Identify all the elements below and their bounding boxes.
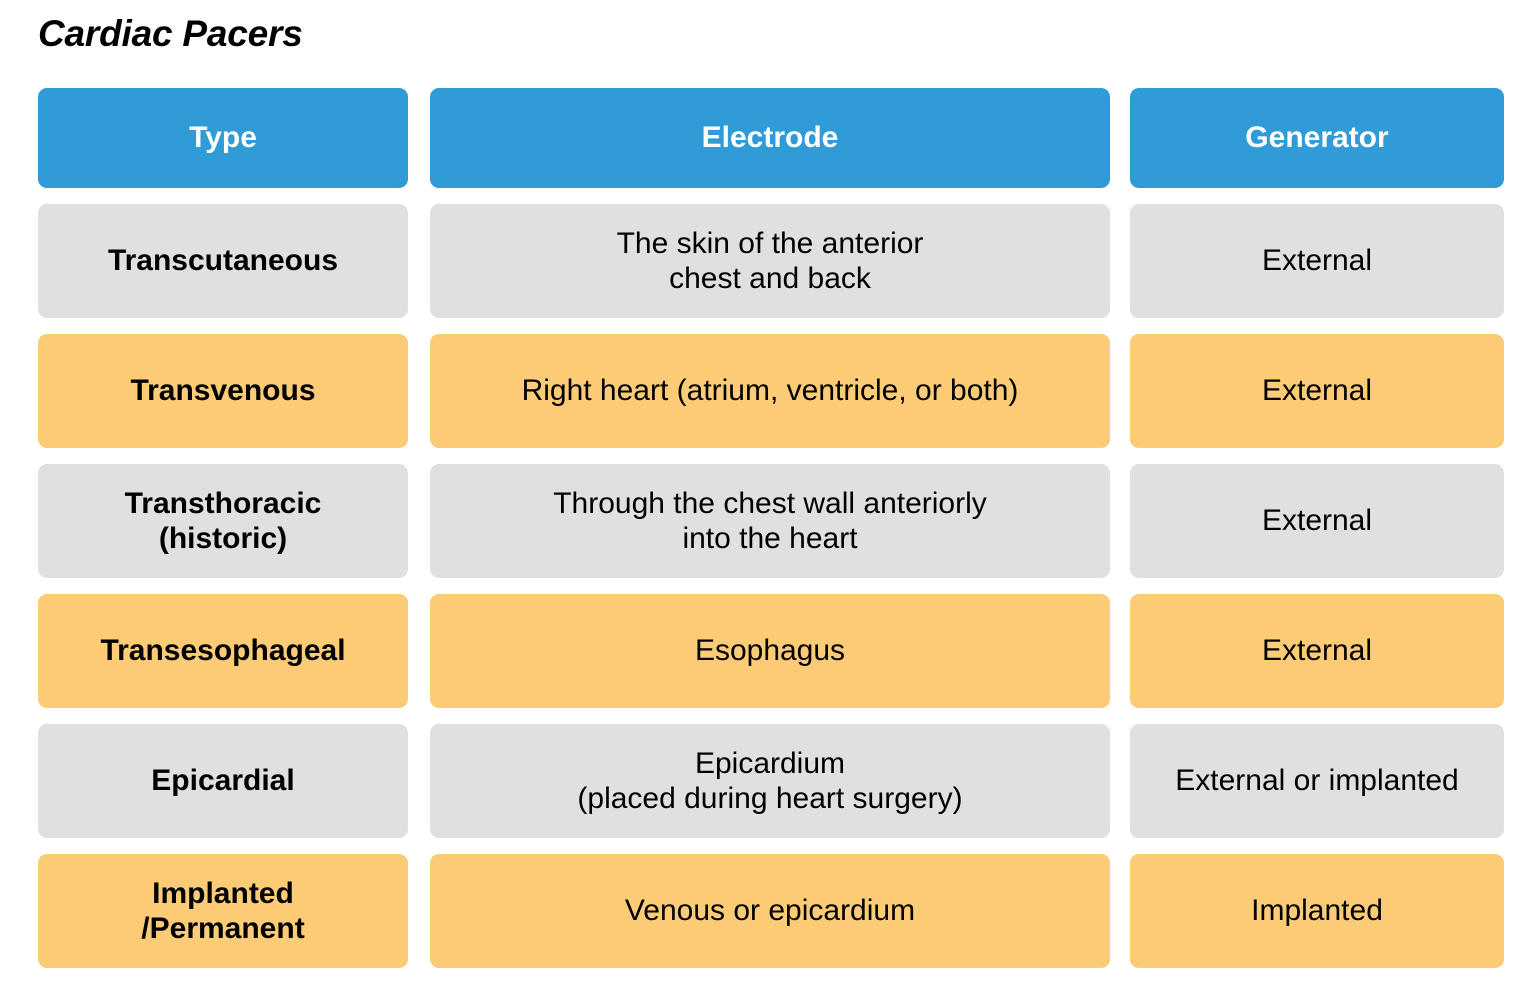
cell-generator: External — [1130, 464, 1504, 578]
table-row: Implanted /Permanent Venous or epicardiu… — [38, 854, 1504, 968]
cell-type-text: Transthoracic (historic) — [125, 486, 322, 556]
cell-type-text: Transesophageal — [100, 633, 345, 668]
cell-line: Transcutaneous — [107, 244, 339, 278]
column-header-type-label: Type — [189, 121, 257, 155]
cell-electrode: Venous or epicardium — [430, 854, 1110, 968]
cell-generator-text: External — [1262, 503, 1372, 538]
cell-line: Venous or epicardium — [624, 894, 916, 928]
cell-line: Transesophageal — [100, 634, 346, 668]
cell-line: Esophagus — [694, 634, 846, 668]
cell-electrode-text: The skin of the anterior chest and back — [617, 226, 924, 296]
table-row: Transcutaneous The skin of the anterior … — [38, 204, 1504, 318]
cell-line: Implanted — [152, 876, 294, 910]
cell-electrode: Esophagus — [430, 594, 1110, 708]
cell-generator: External — [1130, 334, 1504, 448]
cell-line: Epicardial — [151, 764, 295, 798]
cell-line: The skin of the anterior — [616, 226, 924, 260]
cell-generator: External — [1130, 204, 1504, 318]
cell-line: /Permanent — [141, 912, 305, 945]
cell-generator-text: External — [1262, 243, 1372, 278]
cell-line: chest and back — [669, 262, 871, 295]
cell-line: Implanted — [1251, 894, 1383, 928]
cell-type-text: Transcutaneous — [108, 243, 338, 278]
cell-type: Transcutaneous — [38, 204, 408, 318]
cell-line: Through the chest wall anteriorly — [553, 486, 987, 520]
cell-generator-text: Implanted — [1251, 893, 1383, 928]
cell-generator: External — [1130, 594, 1504, 708]
cell-type: Transthoracic (historic) — [38, 464, 408, 578]
cell-line: into the heart — [682, 522, 858, 555]
cell-line: Right heart (atrium, ventricle, or both) — [521, 374, 1019, 408]
cell-line: External or implanted — [1175, 764, 1459, 798]
page-title: Cardiac Pacers — [38, 13, 303, 54]
column-header-type: Type — [38, 88, 408, 188]
table-row: Epicardial Epicardium (placed during hea… — [38, 724, 1504, 838]
cell-electrode-text: Venous or epicardium — [625, 893, 915, 928]
cell-type: Transesophageal — [38, 594, 408, 708]
cell-line: (placed during heart surgery) — [577, 782, 963, 815]
column-header-electrode: Electrode — [430, 88, 1110, 188]
cardiac-pacers-table: Type Electrode Generator Transcutaneous … — [38, 88, 1504, 968]
cell-generator-text: External — [1262, 633, 1372, 668]
cell-line: External — [1261, 244, 1373, 278]
cell-generator-text: External — [1262, 373, 1372, 408]
cell-line: External — [1261, 504, 1373, 538]
cell-line: Epicardium — [694, 746, 846, 780]
cell-line: (historic) — [158, 522, 288, 555]
column-header-generator-label: Generator — [1245, 121, 1389, 155]
cell-type: Epicardial — [38, 724, 408, 838]
column-header-electrode-label: Electrode — [701, 121, 839, 155]
table-header-row: Type Electrode Generator — [38, 88, 1504, 188]
table-row: Transthoracic (historic) Through the che… — [38, 464, 1504, 578]
cell-type-text: Transvenous — [130, 373, 315, 408]
cell-electrode: Through the chest wall anteriorly into t… — [430, 464, 1110, 578]
cell-line: External — [1261, 374, 1373, 408]
cell-line: Transvenous — [130, 374, 316, 408]
cell-type-text: Epicardial — [151, 763, 294, 798]
cell-electrode: The skin of the anterior chest and back — [430, 204, 1110, 318]
cell-electrode-text: Esophagus — [695, 633, 845, 668]
cell-type: Transvenous — [38, 334, 408, 448]
cell-generator: External or implanted — [1130, 724, 1504, 838]
cell-electrode: Right heart (atrium, ventricle, or both) — [430, 334, 1110, 448]
cell-electrode-text: Through the chest wall anteriorly into t… — [553, 486, 987, 556]
cell-electrode-text: Right heart (atrium, ventricle, or both) — [522, 373, 1019, 408]
table-row: Transesophageal Esophagus External — [38, 594, 1504, 708]
cell-type-text: Implanted /Permanent — [141, 876, 304, 946]
cell-electrode-text: Epicardium (placed during heart surgery) — [577, 746, 962, 816]
column-header-generator: Generator — [1130, 88, 1504, 188]
cell-generator-text: External or implanted — [1175, 763, 1458, 798]
cell-line: Transthoracic — [124, 486, 322, 520]
cell-electrode: Epicardium (placed during heart surgery) — [430, 724, 1110, 838]
table-row: Transvenous Right heart (atrium, ventric… — [38, 334, 1504, 448]
cell-line: External — [1261, 634, 1373, 668]
cell-generator: Implanted — [1130, 854, 1504, 968]
cell-type: Implanted /Permanent — [38, 854, 408, 968]
